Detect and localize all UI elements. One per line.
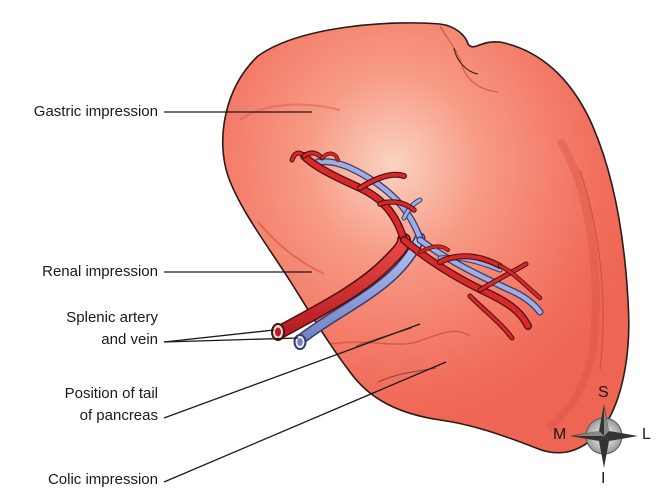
label-splenic-artery-line1: Splenic artery	[66, 308, 158, 328]
compass-inferior: I	[601, 470, 605, 488]
label-pancreas-tail-line1: Position of tail	[65, 384, 158, 404]
label-renal-impression: Renal impression	[42, 262, 158, 282]
label-splenic-artery-line2: and vein	[101, 330, 158, 350]
compass-medial: M	[553, 426, 566, 444]
spleen-outline	[223, 23, 629, 453]
compass-lateral: L	[642, 426, 651, 444]
label-colic-impression: Colic impression	[48, 470, 158, 490]
label-gastric-impression: Gastric impression	[34, 102, 158, 122]
label-pancreas-tail-line2: of pancreas	[80, 406, 158, 426]
compass-superior: S	[598, 384, 609, 402]
